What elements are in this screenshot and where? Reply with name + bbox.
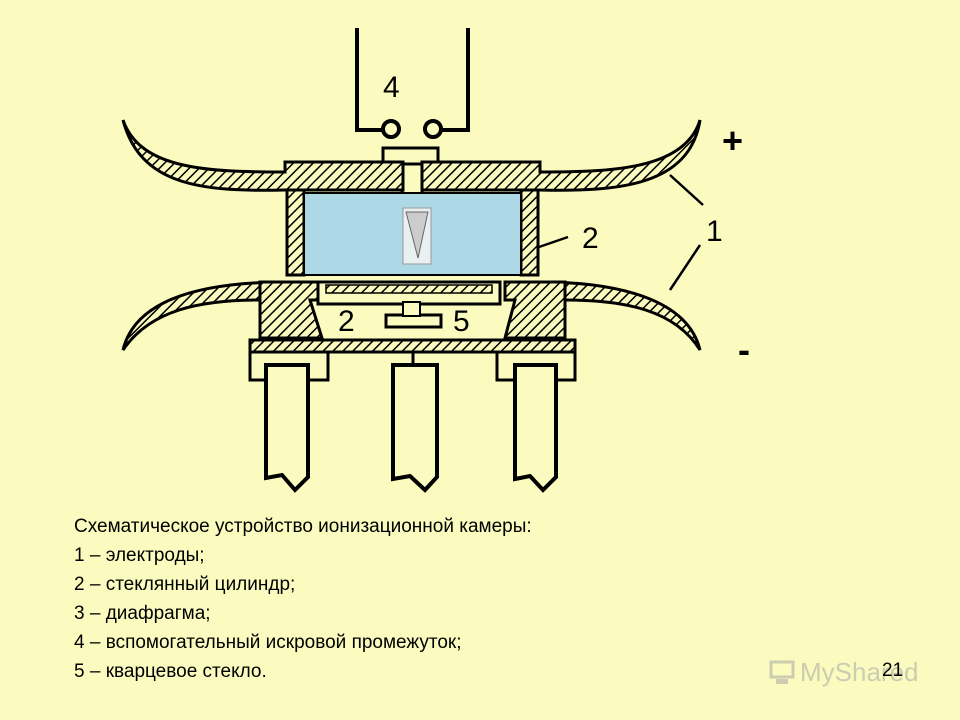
watermark: MyShared	[768, 657, 919, 688]
caption: Схематическое устройство ионизационной к…	[74, 512, 532, 686]
caption-item: 2 – стеклянный цилиндр;	[74, 574, 296, 595]
base-block-left	[258, 280, 325, 340]
label-electrode: 1	[706, 215, 723, 248]
label-plus: +	[722, 120, 743, 161]
caption-title: Схематическое устройство ионизационной к…	[74, 516, 532, 537]
caption-item: 1 – электроды;	[74, 545, 205, 566]
label-minus: -	[738, 329, 750, 370]
leader-lines	[538, 174, 704, 291]
label-cylinder-right: 2	[582, 222, 599, 255]
page-number: 21	[882, 660, 904, 681]
top-pin-stem	[400, 162, 424, 196]
cone-icon	[405, 211, 429, 259]
support-legs	[264, 363, 558, 493]
ionization-chamber-diagram: 4 + - 1 2 2 5	[121, 28, 750, 493]
spark-gap-wires	[355, 28, 470, 132]
label-spark-gap: 4	[383, 71, 400, 104]
diaphragm-inner	[325, 284, 493, 294]
label-cylinder-bottom: 2	[338, 305, 355, 338]
upper-electrode-right	[420, 119, 702, 192]
label-quartz: 5	[453, 305, 470, 338]
caption-item: 3 – диафрагма;	[74, 603, 211, 624]
watermark-text: MyShared	[800, 657, 919, 687]
upper-electrode	[121, 119, 405, 192]
cylinder-wall-left	[285, 188, 306, 277]
cylinder-wall-right	[519, 188, 540, 277]
base-block-right	[503, 280, 567, 340]
watermark-icon	[769, 660, 795, 684]
caption-item: 4 – вспомогательный искровой промежуток;	[74, 632, 462, 653]
caption-item: 5 – кварцевое стекло.	[74, 661, 267, 682]
quartz-stem	[402, 301, 421, 317]
spark-gap-electrodes	[381, 119, 443, 139]
bottom-plate	[248, 338, 577, 354]
